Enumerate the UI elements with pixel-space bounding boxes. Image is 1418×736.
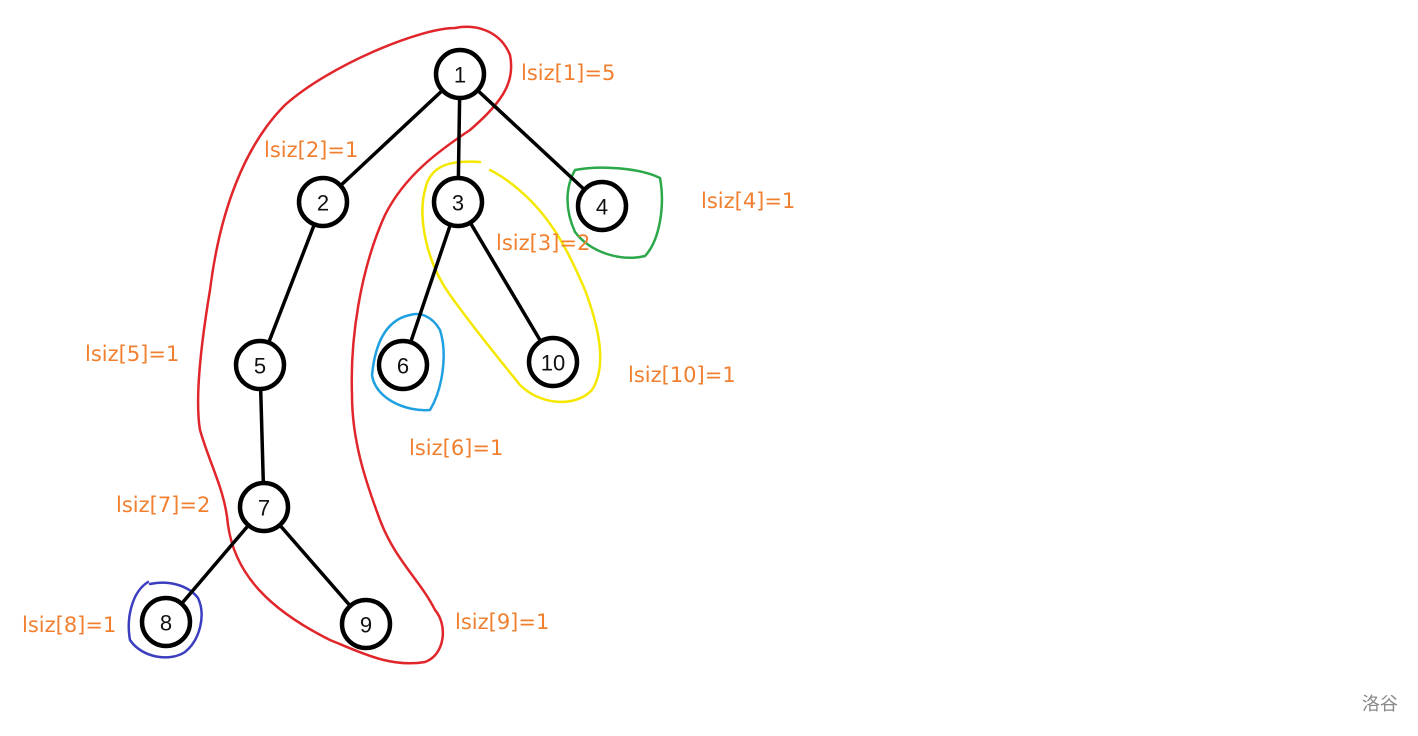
node-circle-1 <box>433 47 487 101</box>
annotation-node-5: lsiz[5]=1 <box>85 342 179 366</box>
node-label-4: 4 <box>596 195 608 220</box>
node-circle-6 <box>376 338 430 392</box>
node-label-10: 10 <box>541 351 565 376</box>
annotation-node-10: lsiz[10]=1 <box>628 363 736 387</box>
node-circle-9 <box>339 597 393 651</box>
node-label-1: 1 <box>454 63 466 88</box>
node-label-7: 7 <box>258 496 270 521</box>
edge-3-10 <box>456 200 555 364</box>
annotation-node-2: lsiz[2]=1 <box>264 138 358 162</box>
edge-1-2 <box>321 72 462 204</box>
tree-node-1: 1 <box>433 47 487 101</box>
node-circle-5 <box>233 338 287 392</box>
node-label-8: 8 <box>160 611 172 636</box>
luogu-watermark: 洛谷 <box>1362 694 1398 715</box>
edge-3-6 <box>401 200 460 367</box>
node-label-6: 6 <box>397 354 409 379</box>
annotation-node-3: lsiz[3]=2 <box>496 231 590 255</box>
tree-node-6: 6 <box>376 338 430 392</box>
node-circle-7 <box>237 480 291 534</box>
edge-2-5 <box>258 200 325 367</box>
tree-node-10: 10 <box>526 335 580 389</box>
edge-1-4 <box>458 72 604 208</box>
node-circle-2 <box>296 175 350 229</box>
tree-node-7: 7 <box>237 480 291 534</box>
annotation-node-7: lsiz[7]=2 <box>116 493 210 517</box>
node-circle-10 <box>526 335 580 389</box>
subtree-outlines <box>127 25 664 665</box>
tree-node-3: 3 <box>431 175 485 229</box>
red-subtree-outline <box>196 25 513 665</box>
node-circle-4 <box>575 179 629 233</box>
annotation-node-8: lsiz[8]=1 <box>22 613 116 637</box>
tree-node-2: 2 <box>296 175 350 229</box>
annotation-node-6: lsiz[6]=1 <box>409 436 503 460</box>
blue-subtree-outline <box>370 312 445 412</box>
size-annotations: lsiz[1]=5 lsiz[2]=1 lsiz[3]=2 lsiz[4]=1 … <box>22 61 795 637</box>
node-label-3: 3 <box>452 191 464 216</box>
annotation-node-4: lsiz[4]=1 <box>701 189 795 213</box>
tree-node-8: 8 <box>139 595 193 649</box>
node-circle-8 <box>139 595 193 649</box>
green-subtree-outline <box>566 166 664 259</box>
navy-subtree-outline <box>127 580 203 659</box>
annotation-node-1: lsiz[1]=5 <box>521 61 615 85</box>
node-label-5: 5 <box>254 354 266 379</box>
tree-node-5: 5 <box>233 338 287 392</box>
node-circle-3 <box>431 175 485 229</box>
annotation-node-9: lsiz[9]=1 <box>455 610 549 634</box>
tree-node-9: 9 <box>339 597 393 651</box>
tree-nodes: 1 2 3 4 5 6 7 8 9 10 <box>139 47 629 651</box>
node-label-9: 9 <box>360 613 372 638</box>
tree-node-4: 4 <box>575 179 629 233</box>
yellow-subtree-outline <box>421 160 602 404</box>
node-label-2: 2 <box>317 191 329 216</box>
